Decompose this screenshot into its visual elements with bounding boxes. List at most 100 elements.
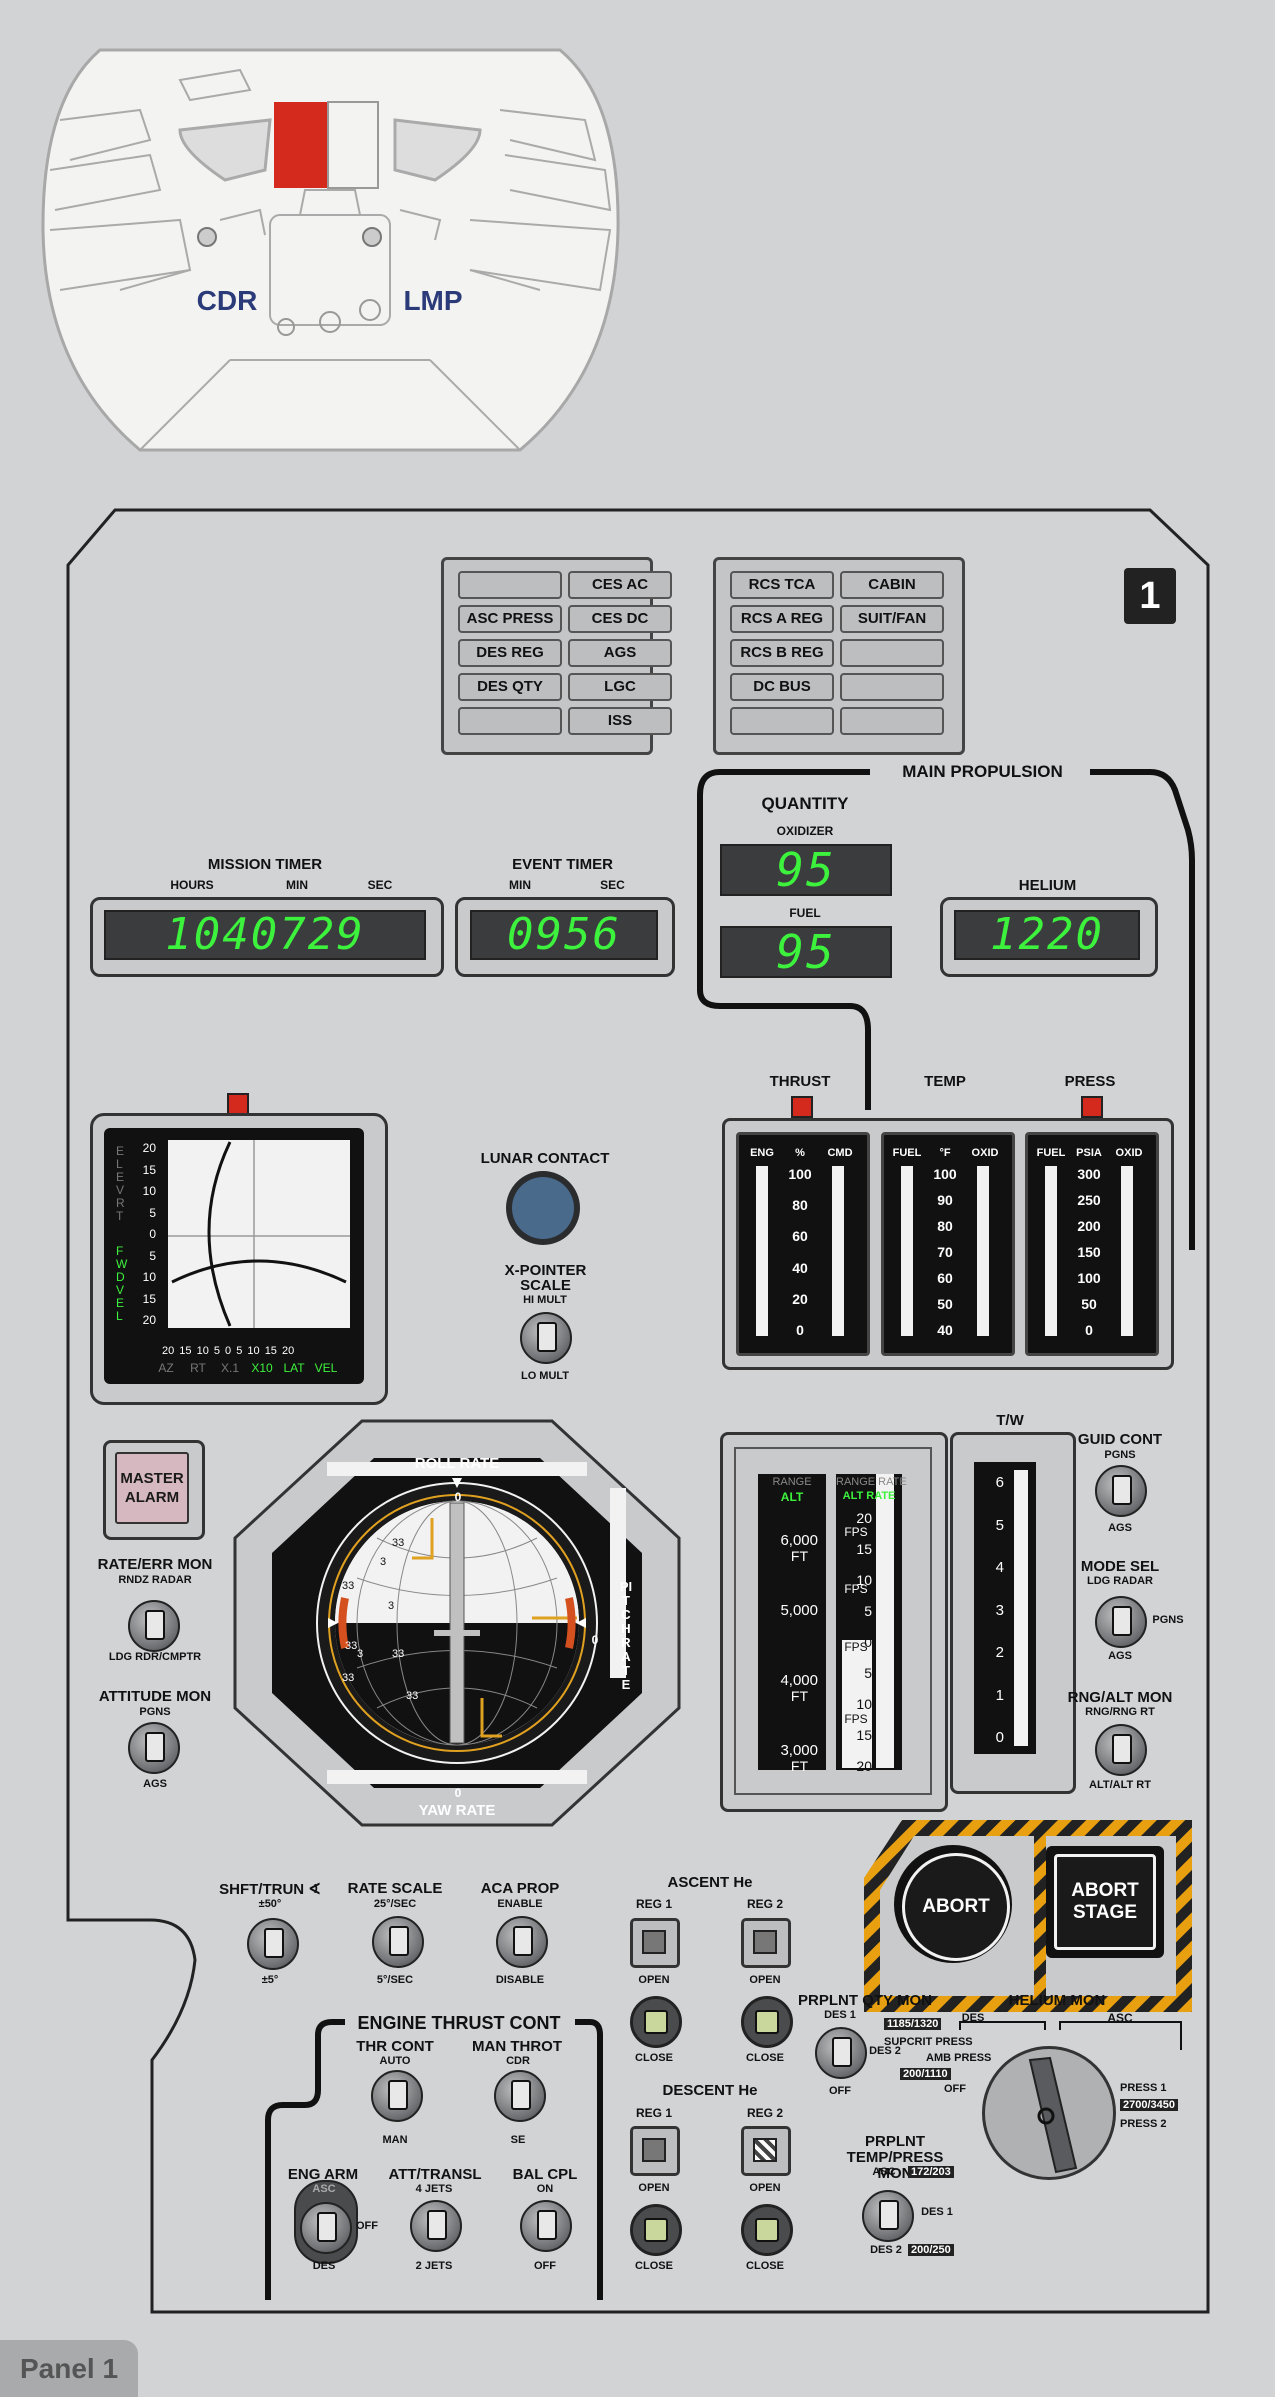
panel-tab[interactable]: Panel 1 [0,2340,138,2397]
caution-left-light [458,707,562,735]
eng-arm-toggle[interactable] [300,2202,352,2254]
ascent-reg1-label: REG 1 [635,1897,672,1911]
quantity-label: QUANTITY [761,794,849,813]
eng-arm-off: OFF [356,2220,378,2232]
descent-reg2-switch[interactable] [741,2204,793,2256]
thr-cont-toggle[interactable] [371,2070,423,2122]
attitude-mon-toggle[interactable] [128,1722,180,1774]
thrust-tick-label: 20 [792,1290,808,1307]
rng-alt-mon-toggle[interactable] [1095,1724,1147,1776]
caution-left-light: DES REG [458,639,562,667]
attitude-mon-bottom: AGS [143,1778,167,1790]
thrust-title: THRUST [769,1073,831,1090]
att-transl-bottom: 2 JETS [415,2260,453,2272]
att-transl-toggle[interactable] [410,2200,462,2252]
xpointer-y-tick: 5 [149,1248,156,1263]
shft-trun-label: SHFT/TRUN ∢ [219,1881,321,1898]
prplnt-temp-asc: ASC [872,2166,896,2178]
fdai-ball-number: 33 [345,1640,358,1652]
caution-right-light: SUIT/FAN [840,605,944,633]
caution-right-light [840,673,944,701]
range-alt-tape [758,1474,826,1770]
rate-scale-toggle[interactable] [372,1916,424,1968]
fdai-ball-number: 33 [392,1648,405,1660]
helium-mon-bracket [959,2021,1182,2050]
shft-trun-toggle[interactable] [247,1918,299,1970]
helium-mon-position-label: 2700/3450 [1120,2099,1178,2111]
xpointer-y-tick: 20 [142,1313,156,1327]
alt-tick-label: 3,000 [780,1742,818,1759]
range-rate-tape-white [842,1640,872,1768]
rate-unit-label: FPS [844,1582,868,1596]
press-tick-label: 300 [1077,1166,1101,1182]
press-tape-left [1045,1166,1057,1336]
ascent-reg1-switch[interactable] [630,1996,682,2048]
thrust-tick-label: 60 [792,1228,808,1245]
alt-tick-label: 5,000 [780,1602,818,1619]
mode-sel-toggle[interactable] [1095,1596,1147,1648]
prplnt-temp-des2: DES 2 [870,2244,902,2256]
thr-cont-bottom: MAN [382,2134,408,2146]
helium-mon-knob[interactable] [990,2050,1102,2174]
ascent-reg2-open: OPEN [749,1974,781,1986]
guid-cont-toggle[interactable] [1095,1465,1147,1517]
aca-prop-bottom: DISABLE [495,1974,545,1986]
helium-mon-position-label: AMB PRESS [926,2052,992,2064]
rate-tick-label: 20 [856,1758,872,1774]
caution-right-light: RCS TCA [730,571,834,599]
event-timer-title: EVENT TIMER [512,856,613,873]
range-label: RANGE [772,1476,812,1488]
xpointer-scale-toggle[interactable] [520,1312,572,1364]
event-min-label: MIN [509,878,531,892]
helium-mon-position-label: PRESS 2 [1120,2118,1167,2130]
roll-rate-label: ROLL RATE [414,1455,500,1472]
range-tape-needle [876,1474,894,1768]
ascent-reg2-switch[interactable] [741,1996,793,2048]
rate-unit-label: FPS [844,1640,868,1654]
press-tick-label: 50 [1081,1296,1097,1312]
bal-cpl-bottom: OFF [534,2260,556,2272]
abort-stage-button[interactable]: ABORT STAGE [1054,1854,1156,1950]
fdai-ball-number: 3 [357,1648,364,1660]
man-throt-bottom: SE [510,2134,526,2146]
xpointer-y-tick: 15 [142,1162,156,1177]
descent-reg2-label: REG 2 [746,2106,783,2120]
xpointer-y-tick: 20 [142,1141,156,1155]
timer-sec-label: SEC [367,878,393,892]
aca-prop-toggle[interactable] [496,1916,548,1968]
helium-mon-des: DES [961,2012,985,2024]
prplnt-qty-mon-toggle[interactable] [815,2027,867,2079]
thrust-tick-label: 100 [788,1166,812,1182]
fdai-ball-number: 3 [388,1600,395,1612]
helium-title: HELIUM [1018,877,1077,894]
caution-right-light [840,707,944,735]
attitude-mon-label: ATTITUDE MON [98,1688,212,1705]
rate-err-mon-label: RATE/ERR MON [97,1556,213,1573]
bal-cpl-top: ON [536,2183,554,2195]
thr-cont-label: THR CONT [356,2038,434,2055]
thrust-tick-label: 40 [792,1259,808,1276]
rng-alt-mon-label: RNG/ALT MON [1067,1689,1173,1706]
master-alarm-button[interactable]: MASTER ALARM [115,1452,189,1524]
xpointer-y-tick: 5 [149,1205,156,1220]
descent-reg2-talkback [741,2126,791,2176]
rate-tick-label: 15 [856,1541,872,1557]
rate-err-mon-top: RNDZ RADAR [118,1574,192,1586]
caution-left-light [458,571,562,599]
rate-err-mon-bottom: LDG RDR/CMPTR [108,1651,202,1663]
temp-tick-label: 40 [937,1322,953,1338]
abort-button[interactable]: ABORT [902,1853,1010,1961]
bal-cpl-toggle[interactable] [520,2200,572,2252]
rate-err-mon-toggle[interactable] [128,1600,180,1652]
prplnt-temp-press-toggle[interactable] [862,2190,914,2242]
helium-mon-position-label: OFF [944,2083,966,2095]
caution-right-light: RCS B REG [730,639,834,667]
press-title: PRESS [1064,1073,1116,1090]
xpointer-warning-light [227,1093,249,1115]
xpointer-mode-label: AZ [158,1361,174,1375]
fdai-yaw-zero: 0 [454,1786,462,1800]
descent-reg1-switch[interactable] [630,2204,682,2256]
man-throt-toggle[interactable] [494,2070,546,2122]
press-tick-label: 200 [1077,1218,1101,1234]
xpointer-scale-label: X-POINTER SCALE [504,1262,587,1294]
